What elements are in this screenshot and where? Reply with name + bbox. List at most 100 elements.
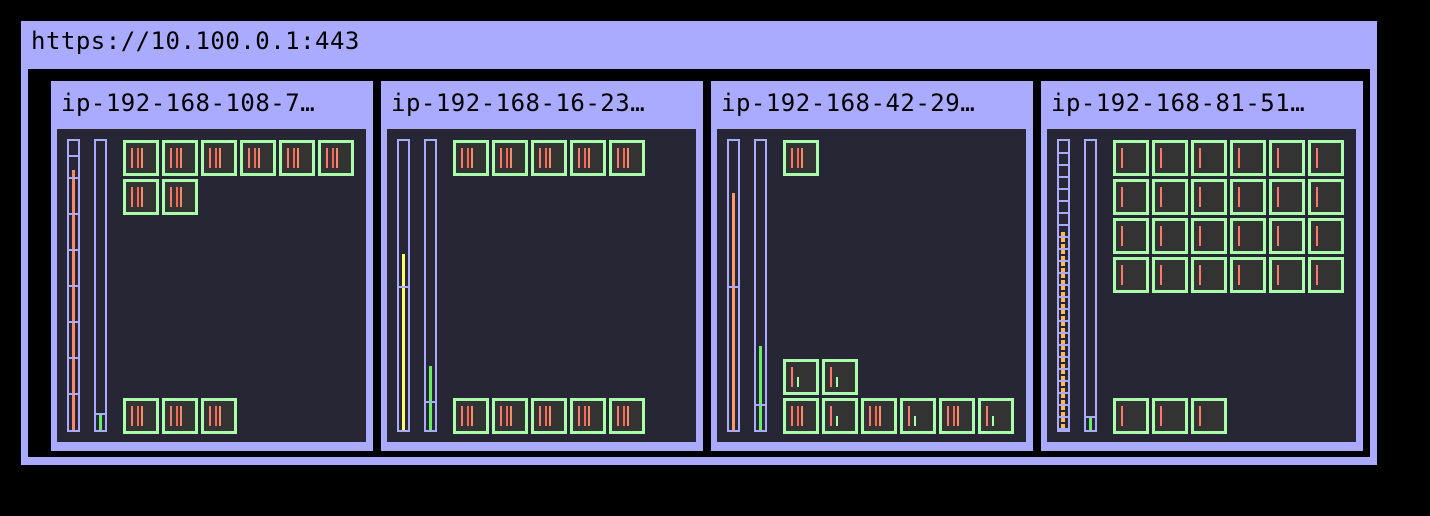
pod-box[interactable] (318, 140, 354, 176)
pod-box[interactable] (531, 398, 567, 434)
pod-cpu-bar (588, 406, 590, 426)
pod-cpu-bar (801, 406, 803, 426)
pod-cpu-bar (1121, 265, 1123, 285)
pod-box[interactable] (1152, 179, 1188, 215)
pod-box[interactable] (123, 140, 159, 176)
gauge-segment (1059, 200, 1068, 202)
pod-box[interactable] (453, 140, 489, 176)
pod-cpu-bar (219, 148, 221, 168)
pod-cpu-bar (588, 148, 590, 168)
pod-box[interactable] (939, 398, 975, 434)
gauge-marker (426, 401, 435, 404)
gauge-segment (1059, 296, 1068, 298)
cpu-gauge (397, 139, 410, 432)
gauge-dot (1061, 232, 1065, 236)
node-panel[interactable]: ip-192-168-81-51… (1041, 81, 1363, 451)
pod-box[interactable] (609, 398, 645, 434)
pod-box[interactable] (1230, 179, 1266, 215)
pod-box[interactable] (201, 140, 237, 176)
cpu-gauge (67, 139, 80, 432)
pod-box[interactable] (783, 140, 819, 176)
pod-box[interactable] (1230, 257, 1266, 293)
pod-box[interactable] (1113, 257, 1149, 293)
pod-box[interactable] (1152, 218, 1188, 254)
pod-box[interactable] (1152, 398, 1188, 434)
memory-gauge (424, 139, 437, 432)
pod-box[interactable] (1113, 398, 1149, 434)
gauge-dot (1061, 286, 1065, 290)
pod-cpu-bar (461, 406, 463, 426)
pod-box[interactable] (1191, 140, 1227, 176)
pod-box[interactable] (240, 140, 276, 176)
pod-cpu-bar (1316, 148, 1318, 168)
pod-box[interactable] (492, 140, 528, 176)
gauge-fill (402, 253, 405, 430)
pod-box[interactable] (162, 398, 198, 434)
gauge-tick (69, 249, 78, 251)
gauge-dot (1061, 328, 1065, 332)
node-panel[interactable]: ip-192-168-16-23… (381, 81, 703, 451)
pod-box[interactable] (162, 140, 198, 176)
pod-cpu-bar (1316, 226, 1318, 246)
pod-box[interactable] (822, 359, 858, 395)
pod-box[interactable] (1191, 398, 1227, 434)
pod-box[interactable] (1113, 140, 1149, 176)
gauge-marker (1086, 415, 1095, 418)
gauge-tick (69, 321, 78, 323)
gauge-tick (69, 393, 78, 395)
pod-box[interactable] (900, 398, 936, 434)
pod-box[interactable] (1191, 218, 1227, 254)
pod-box[interactable] (123, 398, 159, 434)
pod-box[interactable] (453, 398, 489, 434)
pod-cpu-bar (137, 148, 139, 168)
pod-box[interactable] (1191, 179, 1227, 215)
pod-box[interactable] (1152, 257, 1188, 293)
gauge-dot (1061, 346, 1065, 350)
pod-box[interactable] (1269, 218, 1305, 254)
gauge-segment (1059, 380, 1068, 382)
gauge-dot (1061, 280, 1065, 284)
gauge-segment (1059, 368, 1068, 370)
pod-box[interactable] (1308, 257, 1344, 293)
pod-box[interactable] (1113, 218, 1149, 254)
pod-box[interactable] (1152, 140, 1188, 176)
pod-box[interactable] (783, 398, 819, 434)
pod-box[interactable] (531, 140, 567, 176)
pod-box[interactable] (123, 179, 159, 215)
gauge-dot (1061, 244, 1065, 248)
pod-cpu-bar (623, 406, 625, 426)
gauge-dot (1061, 316, 1065, 320)
pod-box[interactable] (1113, 179, 1149, 215)
pod-box[interactable] (162, 179, 198, 215)
pod-box[interactable] (1269, 140, 1305, 176)
pod-box[interactable] (783, 359, 819, 395)
pod-box[interactable] (1269, 179, 1305, 215)
pod-cpu-bar (170, 406, 172, 426)
pod-box[interactable] (201, 398, 237, 434)
node-panel[interactable]: ip-192-168-42-29… (711, 81, 1033, 451)
pod-box[interactable] (570, 140, 606, 176)
pod-box[interactable] (1230, 218, 1266, 254)
gauge-tick (69, 177, 78, 179)
pod-box[interactable] (1230, 140, 1266, 176)
pod-box[interactable] (570, 398, 606, 434)
pod-cpu-bar (539, 406, 541, 426)
pod-box[interactable] (1308, 179, 1344, 215)
pod-box[interactable] (978, 398, 1014, 434)
gauge-dot (1061, 376, 1065, 380)
pod-box[interactable] (279, 140, 315, 176)
pod-box[interactable] (1308, 218, 1344, 254)
pod-box[interactable] (492, 398, 528, 434)
pod-box[interactable] (1269, 257, 1305, 293)
pod-box[interactable] (609, 140, 645, 176)
gauge-dot (1061, 358, 1065, 362)
gauge-marker (96, 412, 105, 415)
pod-box[interactable] (1308, 140, 1344, 176)
pod-box[interactable] (861, 398, 897, 434)
pod-box[interactable] (822, 398, 858, 434)
pod-cpu-bar (797, 406, 799, 426)
pod-cpu-bar (500, 148, 502, 168)
node-panel[interactable]: ip-192-168-108-7… (51, 81, 373, 451)
pod-box[interactable] (1191, 257, 1227, 293)
gauge-fill (759, 346, 762, 430)
